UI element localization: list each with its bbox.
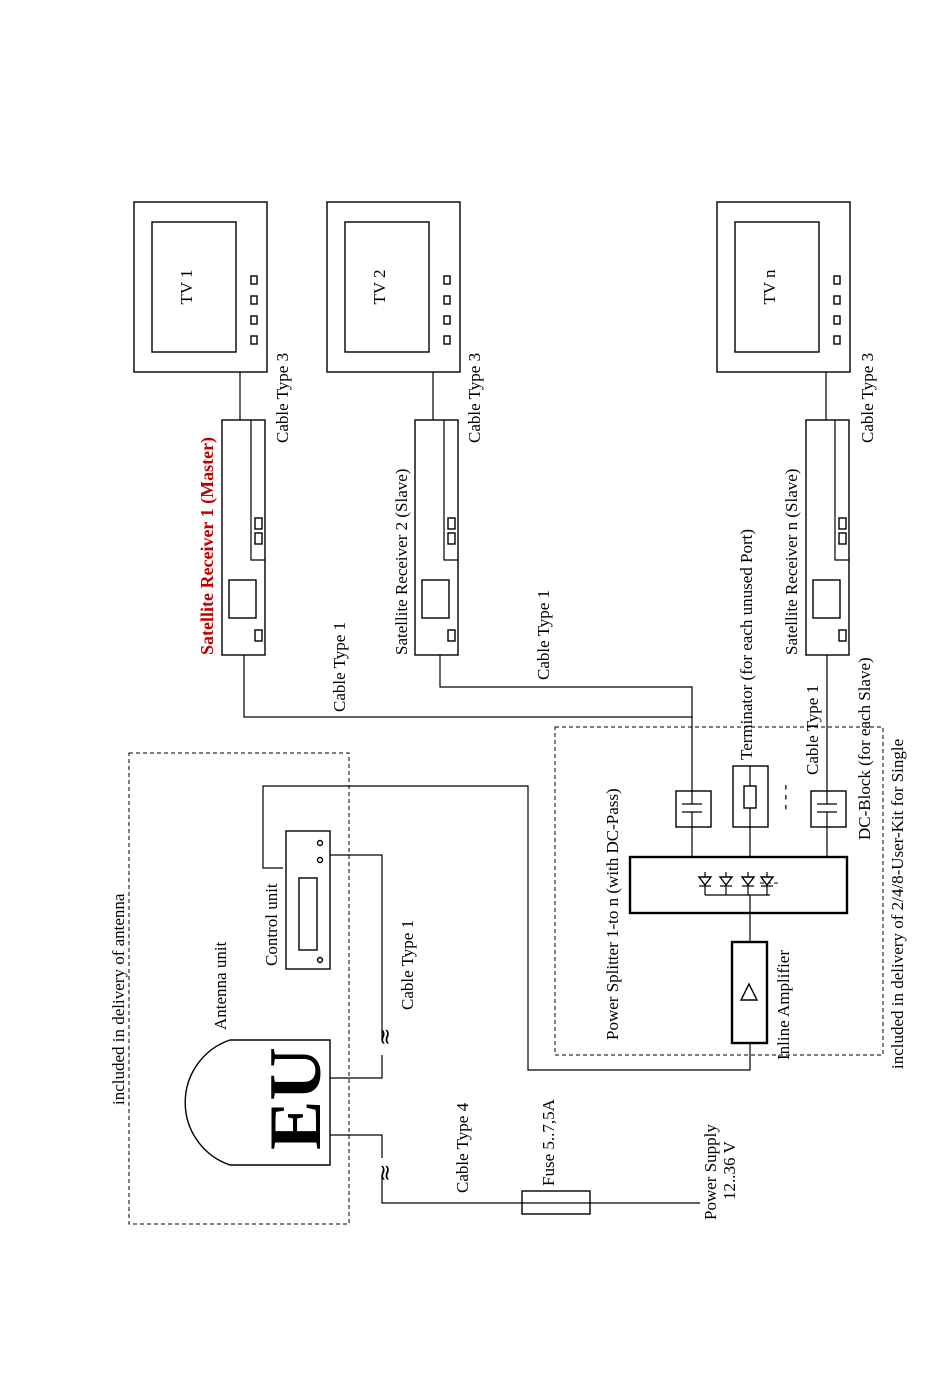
- receiver-1-label: Satellite Receiver 1 (Master): [197, 437, 218, 655]
- cable-type3-label-n: Cable Type 3: [858, 353, 877, 443]
- inline-amplifier: Inline Amplifier: [730, 940, 793, 1060]
- tv-n: TV n: [716, 201, 851, 373]
- antenna-unit: EU Antenna unit: [184, 941, 337, 1166]
- receiver-n-label: Satellite Receiver n (Slave): [782, 469, 801, 655]
- cable-type3-label-1: Cable Type 3: [273, 353, 292, 443]
- cable-type1-label-r1: Cable Type 1: [330, 622, 349, 712]
- dc-block-label: DC-Block (for each Slave): [855, 657, 874, 840]
- kit-note: included in delivery of 2/4/8-User-Kit f…: [888, 739, 907, 1069]
- cable-type1-label-rn: Cable Type 1: [803, 685, 822, 775]
- fuse: Fuse 5..7,5A: [521, 1098, 591, 1215]
- antenna-unit-label: Antenna unit: [211, 941, 230, 1030]
- tv-1-label: TV 1: [177, 269, 196, 304]
- fuse-label: Fuse 5..7,5A: [539, 1098, 558, 1186]
- inline-amplifier-label: Inline Amplifier: [774, 950, 793, 1060]
- break-symbol-2: ≈: [373, 1164, 398, 1182]
- antenna-note: included in delivery of antenna: [109, 893, 128, 1105]
- kit-boundary: [554, 726, 884, 1056]
- dc-block-1: [675, 790, 712, 828]
- power-splitter: Power Splitter 1-to n (with DC-Pass): [603, 788, 849, 1040]
- cable-type1-label-r2: Cable Type 1: [534, 590, 553, 680]
- satellite-receiver-n: Satellite Receiver n (Slave): [782, 419, 850, 656]
- cable-type3-label-2: Cable Type 3: [465, 353, 484, 443]
- dc-block-n: [810, 790, 847, 828]
- eu-logo: EU: [255, 1047, 337, 1150]
- satellite-receiver-1: Satellite Receiver 1 (Master): [197, 419, 266, 656]
- tv-1: TV 1: [133, 201, 268, 373]
- power-splitter-label: Power Splitter 1-to n (with DC-Pass): [603, 788, 622, 1040]
- terminator-label: Terminator (for each unused Port): [737, 529, 756, 760]
- power-voltage-label: 12..36 V: [720, 1141, 739, 1200]
- break-symbol-1: ≈: [373, 1028, 398, 1046]
- power-supply-label: Power Supply: [701, 1124, 720, 1220]
- tv-2-label: TV 2: [370, 269, 389, 304]
- cable-type4-label: Cable Type 4: [453, 1102, 472, 1193]
- receiver-2-label: Satellite Receiver 2 (Slave): [392, 469, 411, 655]
- cable-type1-label-cu: Cable Type 1: [398, 920, 417, 1010]
- satellite-receiver-2: Satellite Receiver 2 (Slave): [392, 419, 459, 656]
- control-unit-label: Control unit: [262, 883, 281, 966]
- tv-n-label: TV n: [760, 269, 779, 305]
- terminator: [732, 765, 769, 828]
- antenna-boundary: [128, 752, 350, 1225]
- ellipsis-ports: - - -: [775, 784, 794, 810]
- tv-2: TV 2: [326, 201, 461, 373]
- control-unit: Control unit: [262, 830, 331, 970]
